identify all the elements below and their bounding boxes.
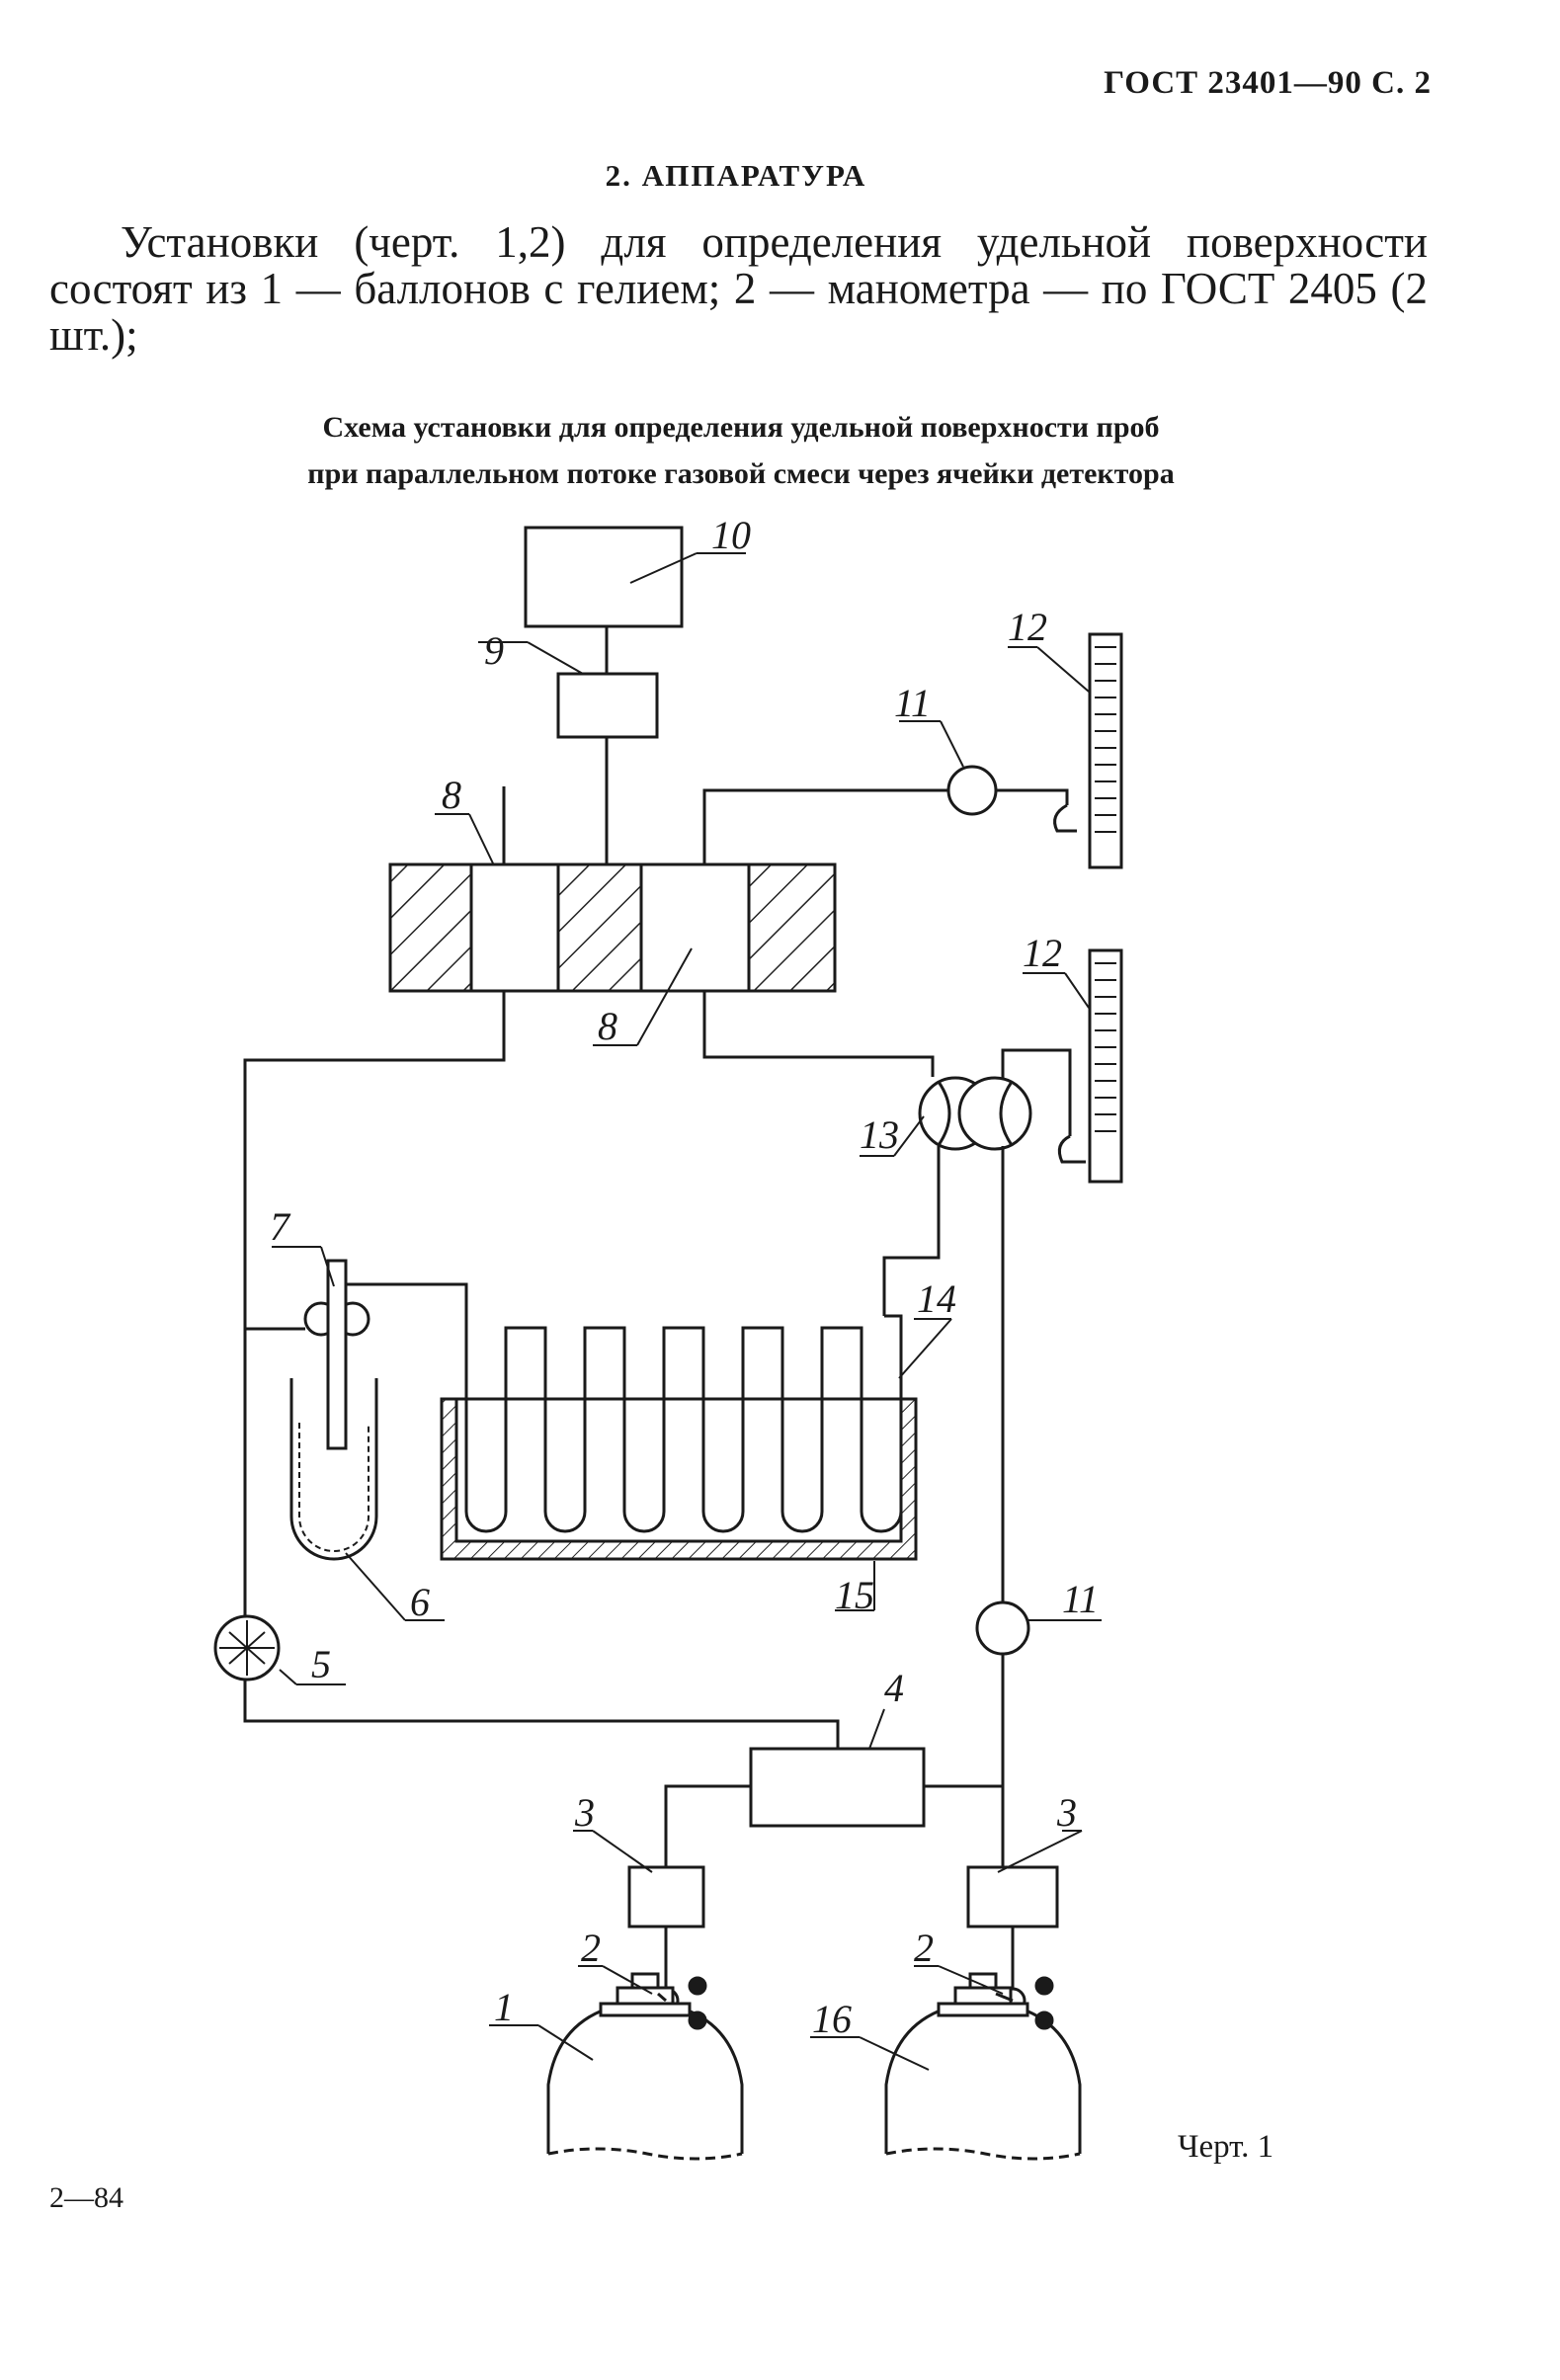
regulator-block-3-left bbox=[627, 1865, 705, 1929]
label-4: 4 bbox=[884, 1666, 904, 1710]
label-2-right: 2 bbox=[914, 1926, 934, 1970]
cold-trap-6 bbox=[289, 1378, 378, 1561]
mixer-block-4 bbox=[749, 1747, 926, 1828]
recorder-block-10 bbox=[524, 526, 684, 628]
label-12-middle: 12 bbox=[1023, 931, 1062, 975]
label-1: 1 bbox=[494, 1985, 514, 2029]
scale-12-middle bbox=[1088, 948, 1123, 1184]
label-3-right: 3 bbox=[1056, 1790, 1077, 1835]
section-title: 2. АППАРАТУРА bbox=[605, 158, 867, 193]
label-16: 16 bbox=[812, 1997, 852, 2041]
gas-cylinder-16 bbox=[884, 1972, 1082, 2161]
amplifier-block-9 bbox=[556, 672, 659, 739]
figure-caption-line-1: Схема установки для определения удельной… bbox=[322, 411, 1160, 444]
label-11-top: 11 bbox=[894, 681, 931, 725]
figure-caption-line-2: при параллельном потоке газовой смеси че… bbox=[307, 457, 1175, 490]
pump-5 bbox=[213, 1614, 281, 1682]
label-6: 6 bbox=[410, 1580, 430, 1624]
page-header-ref: ГОСТ 23401—90 С. 2 bbox=[1104, 65, 1432, 101]
label-13: 13 bbox=[860, 1112, 899, 1157]
sample-bath-15 bbox=[440, 1397, 918, 1561]
label-12-top: 12 bbox=[1008, 605, 1047, 649]
flow-meter-11-top bbox=[946, 765, 998, 816]
label-7: 7 bbox=[270, 1204, 291, 1249]
scale-12-top bbox=[1088, 632, 1123, 869]
label-9: 9 bbox=[484, 628, 504, 673]
valve-element-7 bbox=[303, 1259, 370, 1450]
label-5: 5 bbox=[311, 1642, 331, 1686]
figure-number: Черт. 1 bbox=[1178, 2129, 1274, 2165]
double-valve-13 bbox=[918, 1076, 1032, 1151]
label-2-left: 2 bbox=[581, 1926, 601, 1970]
label-8-bottom: 8 bbox=[598, 1004, 617, 1048]
helium-cylinder-1 bbox=[546, 1972, 744, 2161]
flow-meter-11-bottom bbox=[975, 1600, 1030, 1656]
label-11-bottom: 11 bbox=[1062, 1577, 1099, 1621]
label-10: 10 bbox=[711, 513, 751, 557]
detector-block-8 bbox=[388, 862, 837, 993]
sample-u-tubes-14 bbox=[341, 1261, 903, 1533]
body-paragraph: Установки (черт. 1,2) для определения уд… bbox=[49, 217, 1428, 360]
label-3-left: 3 bbox=[574, 1790, 595, 1835]
regulator-block-3-right bbox=[966, 1865, 1059, 1929]
label-14: 14 bbox=[917, 1276, 956, 1321]
label-15: 15 bbox=[835, 1573, 874, 1617]
page-footer-code: 2—84 bbox=[49, 2181, 123, 2214]
label-8-top: 8 bbox=[442, 773, 461, 817]
